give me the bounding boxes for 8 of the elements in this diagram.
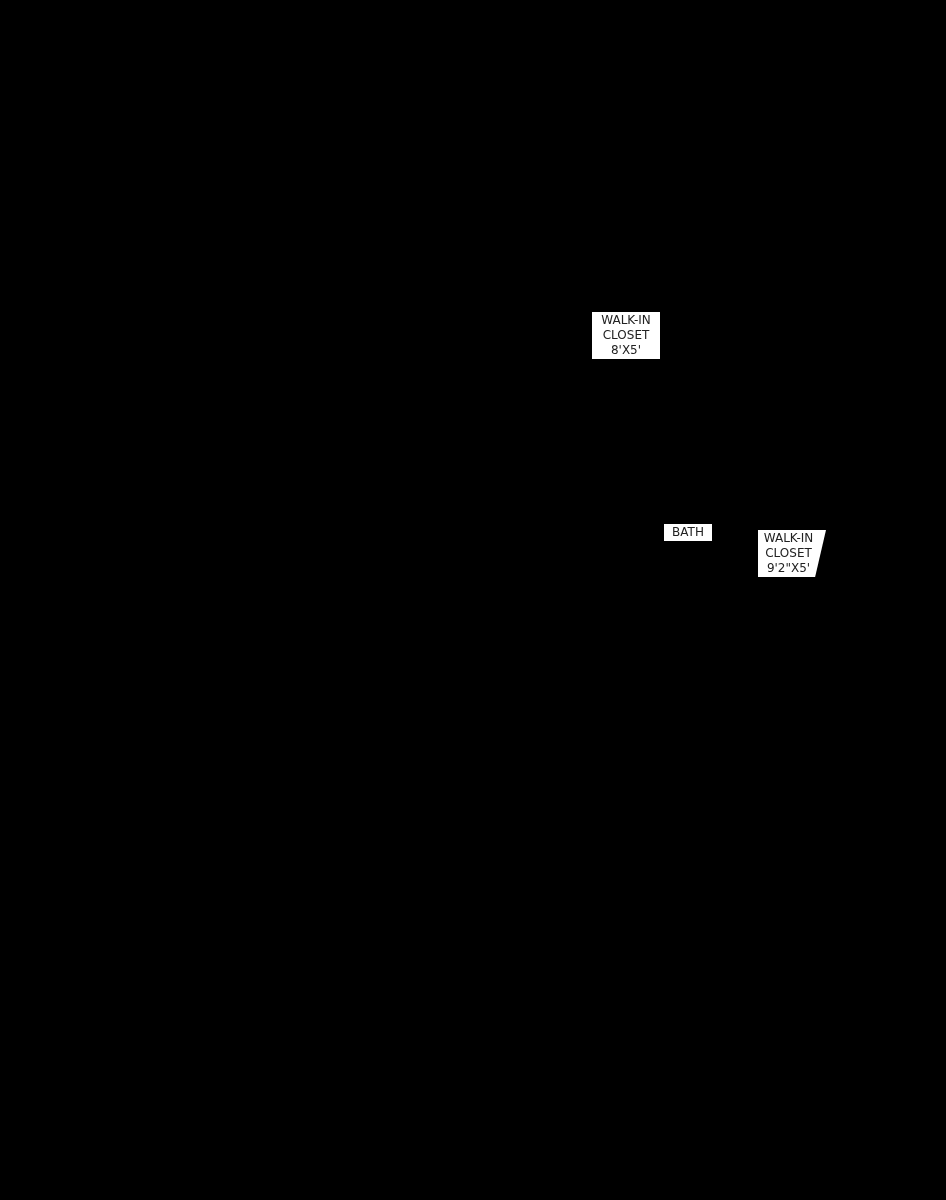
room-name: WALK-IN CLOSET — [762, 531, 815, 561]
room-label — [758, 530, 826, 577]
room-label — [592, 312, 660, 359]
room-dimension: 9'2"X5' — [765, 561, 812, 576]
room-dimension: 8'X5' — [609, 343, 643, 358]
room-name: BATH — [671, 525, 705, 540]
room-label — [664, 524, 712, 541]
room-name: WALK-IN CLOSET — [600, 313, 652, 343]
